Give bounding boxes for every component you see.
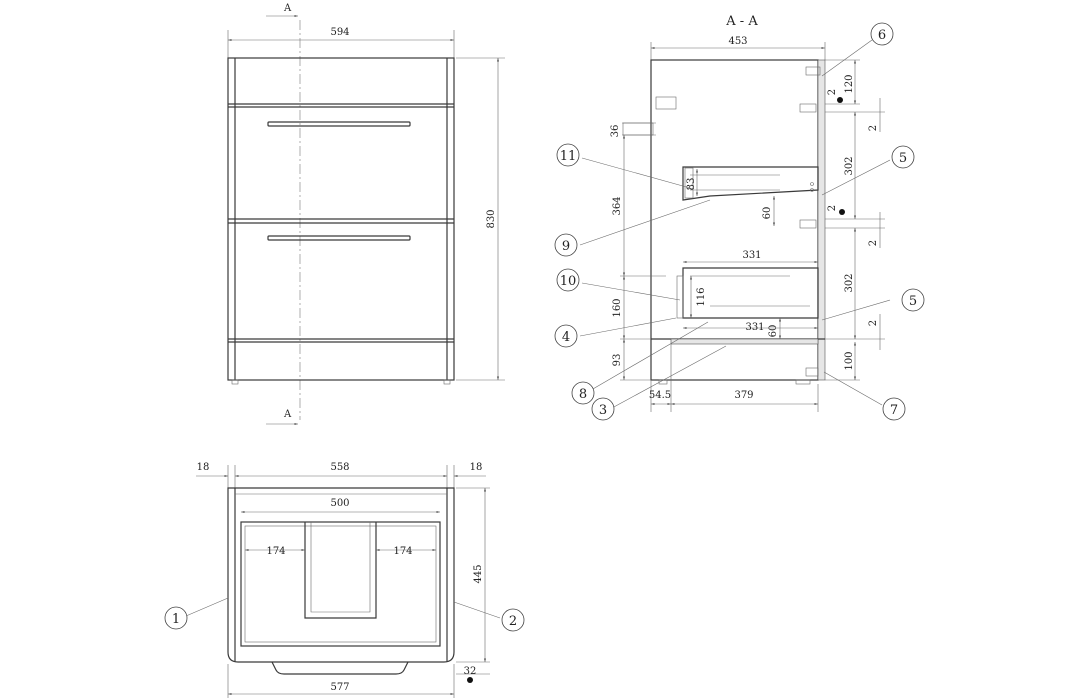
section-marker-top: A: [266, 3, 298, 18]
dim-100: 100: [844, 351, 855, 370]
callout-5-lower: 5: [901, 288, 925, 312]
lower-drawer: [676, 267, 819, 319]
callout-2: 2: [501, 608, 525, 632]
dim-364: 364: [612, 196, 623, 215]
callout-5-upper: 5: [891, 145, 915, 169]
dim-83: 83: [686, 178, 697, 191]
section-back-panel: [817, 59, 826, 381]
svg-text:2: 2: [509, 614, 517, 629]
section-callouts: 6 11 5 9 10 5 4 8 3 7: [554, 22, 925, 421]
dim-331b: 331: [745, 322, 764, 333]
svg-text:3: 3: [599, 403, 607, 418]
dim-2b: 2: [868, 125, 879, 131]
front-width-label: 594: [330, 27, 349, 38]
dim-60b: 60: [768, 325, 779, 338]
svg-text:6: 6: [878, 28, 886, 43]
dim-93: 93: [612, 354, 623, 367]
section-view: A - A 453: [579, 14, 891, 412]
plan-cutout-left-dim: 174: [266, 546, 285, 557]
callout-4: 4: [554, 324, 578, 348]
callout-3: 3: [591, 397, 615, 421]
callout-10: 10: [556, 268, 580, 292]
dim-331a: 331: [742, 250, 761, 261]
svg-text:4: 4: [562, 330, 570, 345]
upper-drawer: [682, 166, 819, 201]
callout-7: 7: [882, 397, 906, 421]
dim-2d: 2: [868, 240, 879, 246]
section-title: A - A: [725, 14, 758, 29]
dim-54-5: 54.5: [649, 390, 671, 401]
dim-120: 120: [844, 74, 855, 93]
plan-depth-dim: 445: [473, 564, 484, 583]
front-view: A 594 830 A: [227, 3, 505, 426]
dim-302a: 302: [844, 156, 855, 175]
section-depth-label: 453: [728, 36, 747, 47]
plan-base-width-dim: 577: [330, 682, 349, 693]
section-left-dims: 36 364 160 93: [610, 122, 819, 412]
dim-160: 160: [612, 298, 623, 317]
plan-outline: [227, 487, 455, 663]
plan-handle: [271, 661, 409, 675]
front-height-label: 830: [486, 209, 497, 228]
callout-9: 9: [554, 233, 578, 257]
plan-drawer-width-dim: 500: [330, 498, 349, 509]
svg-text:5: 5: [899, 151, 907, 166]
svg-text:9: 9: [562, 239, 570, 254]
plan-cutout-right-dim: 174: [393, 546, 412, 557]
plan-drawer-box: [240, 521, 441, 647]
plan-right-panel-dim: 18: [470, 462, 483, 473]
plan-inner-width-dim: 558: [330, 462, 349, 473]
plan-view: 18 558 18 500 174 174 445 32: [185, 462, 501, 698]
dim-2a: 2: [827, 89, 838, 95]
svg-text:10: 10: [560, 274, 577, 289]
dim-302b: 302: [844, 273, 855, 292]
svg-text:8: 8: [579, 387, 587, 402]
svg-text:1: 1: [172, 612, 180, 627]
callout-6: 6: [870, 22, 894, 46]
dim-36: 36: [610, 125, 621, 138]
dim-116: 116: [696, 287, 707, 306]
section-label-top: A: [283, 3, 292, 14]
drawer-handle-bottom: [267, 235, 411, 241]
plan-left-panel-dim: 18: [197, 462, 210, 473]
callout-8: 8: [571, 381, 595, 405]
dim-2e: 2: [868, 320, 879, 326]
dim-60a: 60: [762, 207, 773, 220]
dim-2c: 2: [827, 205, 838, 211]
drawer-handle-top: [267, 121, 411, 127]
section-label-bottom: A: [283, 409, 292, 420]
plan-overhang-dim: 32: [464, 666, 477, 677]
plan-callouts: 1 2: [164, 606, 525, 632]
callout-11: 11: [556, 143, 580, 167]
dim-379: 379: [734, 390, 753, 401]
section-marker-bottom: A: [266, 409, 298, 426]
svg-text:11: 11: [560, 149, 577, 164]
svg-text:5: 5: [909, 294, 917, 309]
front-bracket: [655, 96, 677, 110]
plan-cutout: [304, 522, 377, 619]
svg-text:7: 7: [890, 403, 898, 418]
callout-1: 1: [164, 606, 188, 630]
section-right-dims: 120 2 2 302 2 2 302 2 100: [825, 59, 885, 381]
